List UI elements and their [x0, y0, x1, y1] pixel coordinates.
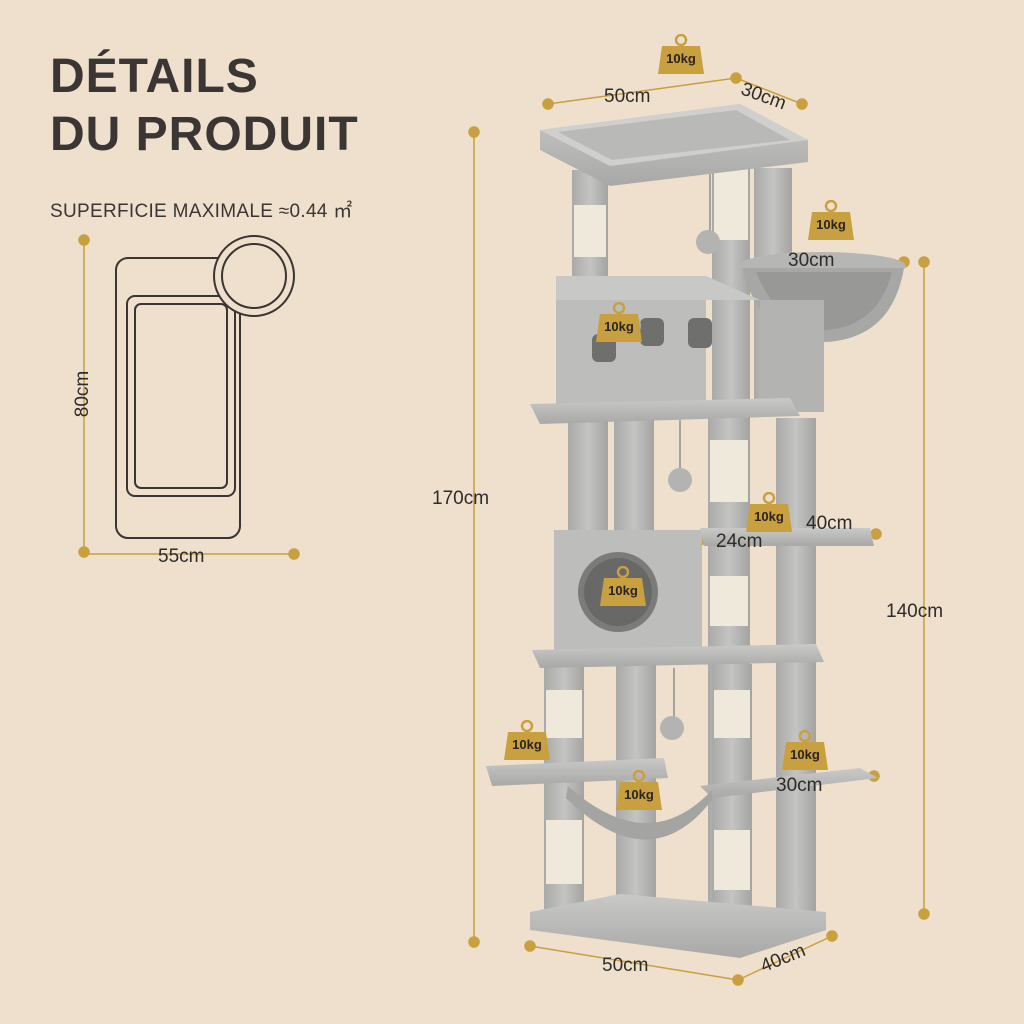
hanging-toys: [660, 174, 720, 740]
footprint-dimension-lines: [78, 234, 300, 560]
left-platform: [486, 758, 668, 786]
weight-badge-lower-condo: 10kg: [600, 566, 646, 606]
weight-badge-upper-condo: 10kg: [596, 302, 642, 342]
title-line-1: DÉTAILS: [50, 50, 259, 103]
upper-condo: [556, 276, 824, 412]
weight-badge-right-platform: 10kg: [782, 730, 828, 770]
weight-icon: [504, 720, 550, 760]
weight-icon: [808, 200, 854, 240]
weight-icon: [616, 770, 662, 810]
footprint-diagram: [115, 235, 295, 539]
perch-width-label: 40cm: [806, 513, 853, 534]
right-platform: [700, 768, 878, 798]
weight-icon: [782, 730, 828, 770]
top-platform: [540, 104, 808, 186]
perch-depth-label: 24cm: [716, 531, 763, 552]
weight-badge-top: 10kg: [658, 34, 704, 74]
footprint-width-label: 55cm: [158, 546, 205, 567]
lower-perch-width-label: 30cm: [776, 775, 823, 796]
platform-height-label: 140cm: [886, 601, 944, 622]
base: [530, 894, 826, 958]
page-title: DÉTAILS DU PRODUIT: [50, 48, 359, 164]
basket-width-label: 30cm: [788, 250, 835, 271]
weight-icon: [746, 492, 792, 532]
weight-badge-mid-perch: 10kg: [746, 492, 792, 532]
base-width-label: 50cm: [602, 955, 649, 976]
hammock: [566, 786, 712, 840]
weight-badge-basket: 10kg: [808, 200, 854, 240]
total-height-label: 170cm: [432, 488, 490, 509]
middle-platform: [532, 644, 824, 668]
max-area-text: SUPERFICIE MAXIMALE ≈0.44 ㎡: [50, 201, 353, 222]
upper-platform: [530, 398, 800, 424]
weight-icon: [596, 302, 642, 342]
top-width-label: 50cm: [604, 86, 651, 107]
weight-icon: [600, 566, 646, 606]
mid-perch: [700, 528, 874, 546]
weight-badge-left-platform: 10kg: [504, 720, 550, 760]
posts: [544, 168, 816, 924]
weight-icon: [658, 34, 704, 74]
footprint-depth-label: 80cm: [72, 370, 94, 418]
weight-badge-hammock: 10kg: [616, 770, 662, 810]
title-line-2: DU PRODUIT: [50, 108, 359, 161]
